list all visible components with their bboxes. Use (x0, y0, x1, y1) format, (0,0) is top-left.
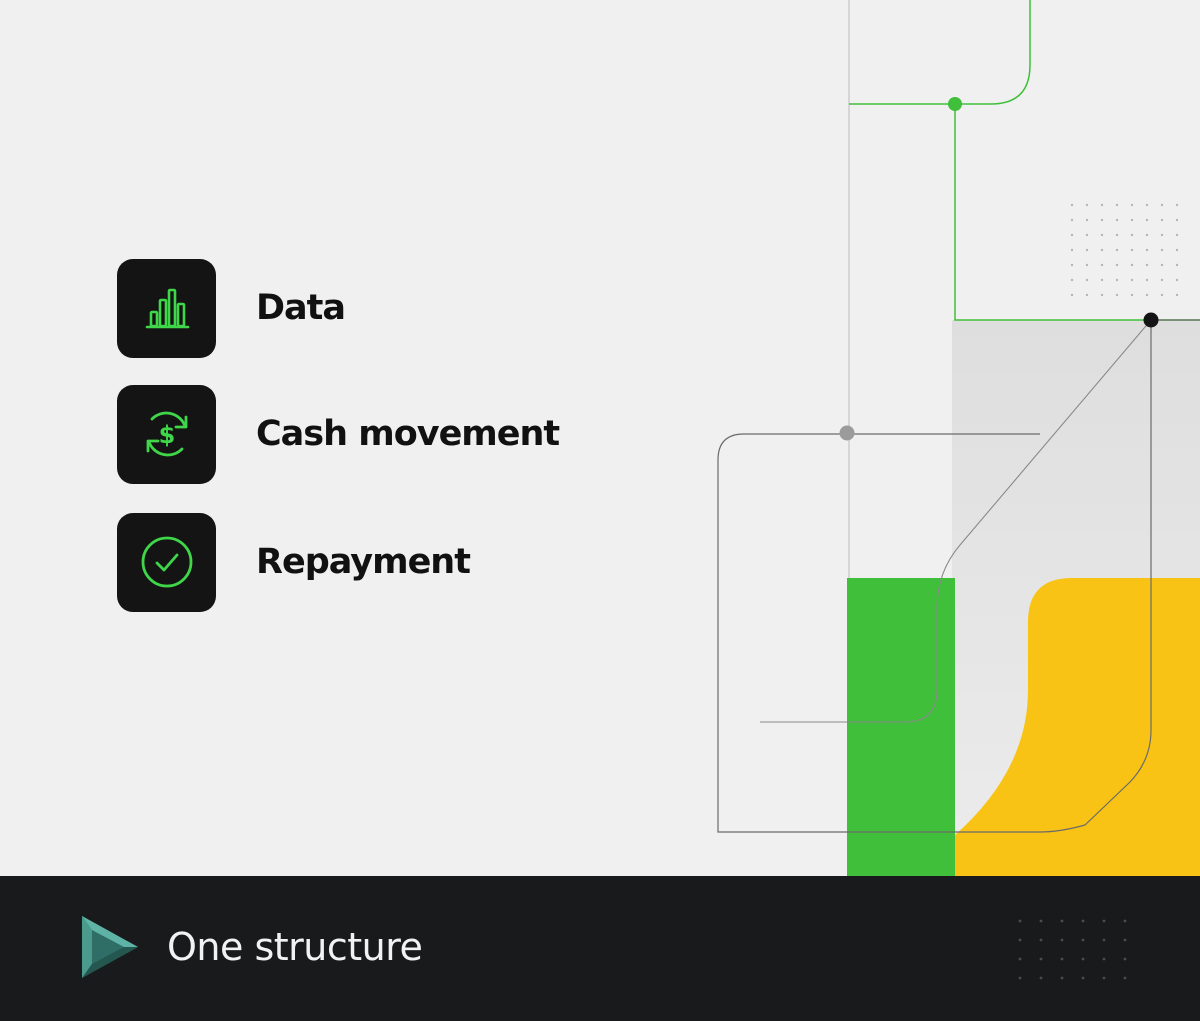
feature-tile: $ (117, 384, 216, 484)
feature-tile (117, 258, 216, 358)
check-circle-icon (141, 536, 192, 588)
feature-label: Data (256, 288, 346, 328)
hero-canvas: Data $ Cash movement Repayment (117, 0, 1200, 876)
bar-chart-icon (145, 288, 189, 329)
feature-label: Repayment (256, 542, 471, 582)
footer-dot-grid (1018, 919, 1127, 980)
svg-text:$: $ (158, 421, 175, 449)
feature-tile (117, 512, 216, 612)
feature-item-repayment: Repayment (117, 512, 471, 612)
footer-bar (0, 876, 1200, 1021)
play-triangle-logo (82, 916, 138, 978)
feature-label: Cash movement (256, 414, 560, 454)
feature-item-cash-movement: $ Cash movement (117, 384, 560, 484)
decorative-graphic (717, 0, 1200, 876)
feature-item-data: Data (117, 258, 346, 358)
brand-text: One structure (167, 925, 423, 969)
dollar-cycle-icon: $ (146, 411, 187, 457)
